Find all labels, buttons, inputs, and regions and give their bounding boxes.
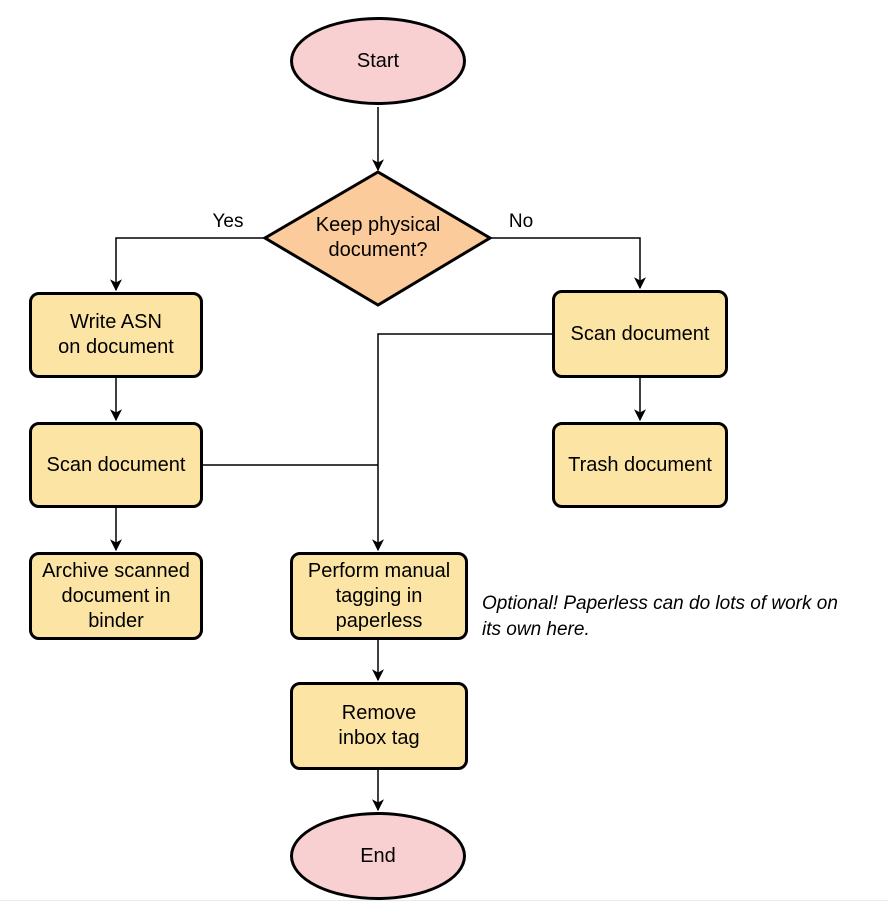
optional-note-text: Optional! Paperless can do lots of work … — [482, 593, 838, 641]
decision-keep-physical-label: Keep physical document? — [315, 214, 441, 261]
edge-decision-yes-to-write-asn — [110, 237, 265, 292]
end-node-label: End — [360, 844, 396, 867]
process-archive-binder: Archive scanned document in binder — [29, 552, 203, 640]
edge-decision-no-to-scan-right — [490, 237, 646, 290]
start-node-label: Start — [356, 49, 400, 72]
process-scan-document-left: Scan document — [29, 422, 203, 508]
process-write-asn-label: Write ASN on document — [58, 311, 174, 358]
process-trash-document-label: Trash document — [568, 453, 712, 476]
process-manual-tagging: Perform manual tagging in paperless — [290, 552, 468, 640]
page-bottom-divider — [0, 900, 888, 901]
process-remove-inbox-tag-label: Remove inbox tag — [338, 702, 420, 749]
process-scan-document-right: Scan document — [552, 290, 728, 378]
end-node: End — [290, 812, 466, 900]
process-scan-document-left-label: Scan document — [46, 453, 186, 476]
process-scan-document-right-label: Scan document — [570, 322, 710, 345]
edge-label-no: No — [508, 211, 534, 232]
process-trash-document: Trash document — [552, 422, 728, 508]
decision-diamond-shape — [262, 170, 493, 307]
process-manual-tagging-label: Perform manual tagging in paperless — [307, 559, 451, 632]
edge-label-yes: Yes — [212, 211, 244, 232]
process-write-asn: Write ASN on document — [29, 292, 203, 378]
process-remove-inbox-tag: Remove inbox tag — [290, 682, 468, 770]
start-node: Start — [290, 17, 466, 105]
edge-scan-right-to-tagging — [372, 333, 552, 552]
process-archive-binder-label: Archive scanned document in binder — [42, 559, 190, 632]
